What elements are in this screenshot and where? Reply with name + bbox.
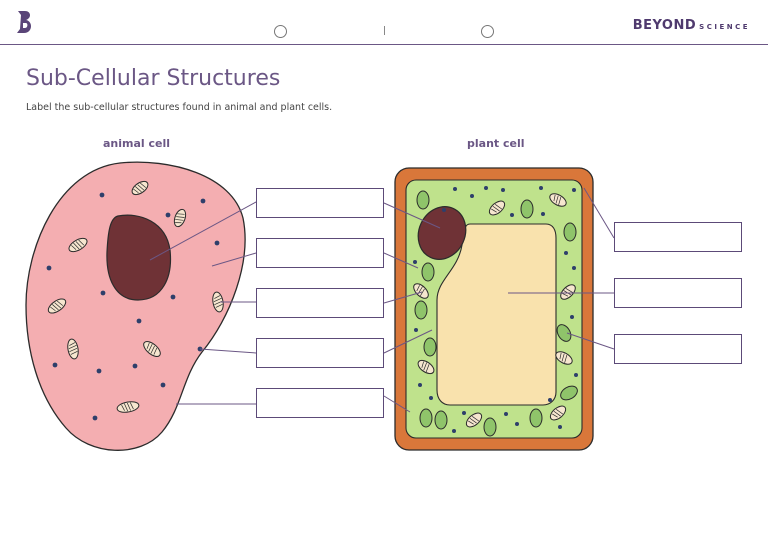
plant-cell-label: plant cell: [467, 137, 525, 150]
animal-ribosomes: [46, 192, 220, 421]
animal-cell: [25, 161, 246, 451]
plant-label-box-3[interactable]: [614, 334, 742, 364]
animal-label-box-4[interactable]: [256, 338, 384, 368]
animal-mitochondria: [47, 180, 224, 413]
page-dot-1: [274, 25, 287, 38]
brand-secondary: SCIENCE: [699, 23, 750, 31]
plant-nucleus: [417, 206, 467, 260]
instruction-text: Label the sub-cellular structures found …: [26, 102, 333, 113]
animal-nucleus: [106, 214, 172, 301]
leader-lines: [149, 187, 615, 413]
animal-label-box-5[interactable]: [256, 388, 384, 418]
page-divider: [384, 26, 385, 35]
animal-cell-label: animal cell: [103, 137, 171, 150]
page-title: Sub-Cellular Structures: [26, 66, 281, 91]
plant-mitochondria: [413, 193, 576, 428]
animal-label-box-2[interactable]: [256, 238, 384, 268]
plant-label-box-2[interactable]: [614, 278, 742, 308]
plant-label-box-1[interactable]: [614, 222, 742, 252]
page-dot-2: [481, 25, 494, 38]
animal-label-box-3[interactable]: [256, 288, 384, 318]
plant-chloroplasts: [414, 190, 578, 437]
animal-cell-membrane: [25, 161, 246, 451]
plant-cell: [394, 167, 594, 451]
brand-primary: BEYOND: [632, 18, 697, 33]
animal-label-box-1[interactable]: [256, 188, 384, 218]
plant-ribosomes: [413, 186, 578, 433]
beyond-logo-icon: [17, 11, 32, 33]
